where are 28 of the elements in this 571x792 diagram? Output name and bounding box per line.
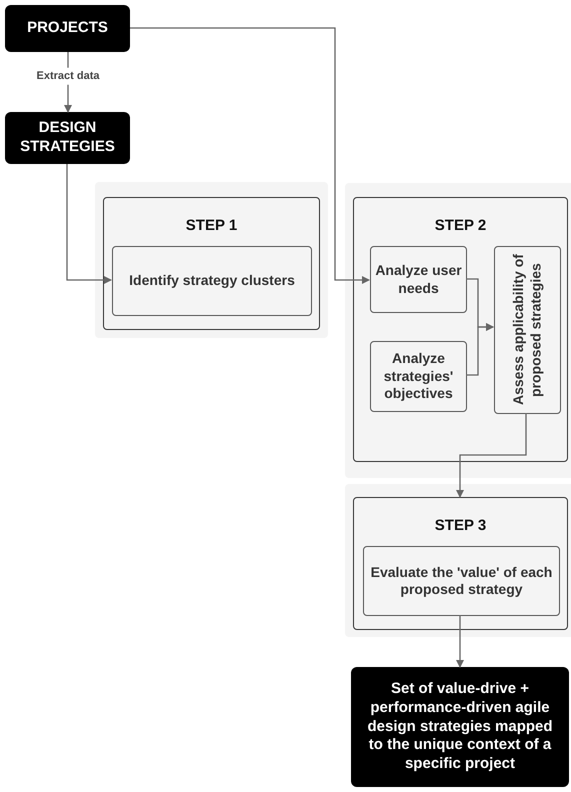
arrow: [466, 323, 494, 376]
terminal-box: [5, 112, 130, 164]
step-heading: STEP 1: [184, 216, 238, 236]
terminal-box: [351, 667, 569, 787]
box-text: Analyze user needs: [375, 262, 462, 297]
arrow: [456, 413, 527, 498]
box-text: Assess applicability of proposed strategies: [509, 253, 544, 408]
step-panel: [103, 197, 320, 330]
step-heading: STEP 3: [434, 516, 488, 536]
edge-label: Extract data: [34, 68, 102, 84]
process-box: [363, 546, 560, 616]
arrow: [66, 164, 112, 284]
box-text: DESIGN STRATEGIES: [19, 119, 116, 157]
step-panel: [353, 197, 568, 462]
step-panel: [353, 497, 568, 630]
box-text: Set of value-drive + performance-driven agile design strategies mapped to the unique context of a specific project: [366, 680, 554, 774]
process-box: [370, 341, 467, 412]
process-box: [112, 246, 312, 316]
box-text: Identify strategy clusters: [129, 272, 295, 290]
step-heading: STEP 2: [434, 216, 488, 236]
box-text: Analyze strategies' objectives: [382, 350, 454, 403]
process-box: [494, 246, 561, 414]
terminal-box: [5, 5, 130, 52]
arrow: [456, 615, 464, 668]
arrow: [130, 27, 370, 284]
box-text: PROJECTS: [27, 19, 108, 38]
process-box: [370, 246, 467, 313]
box-text: Evaluate the 'value' of each proposed strategy: [370, 564, 554, 598]
